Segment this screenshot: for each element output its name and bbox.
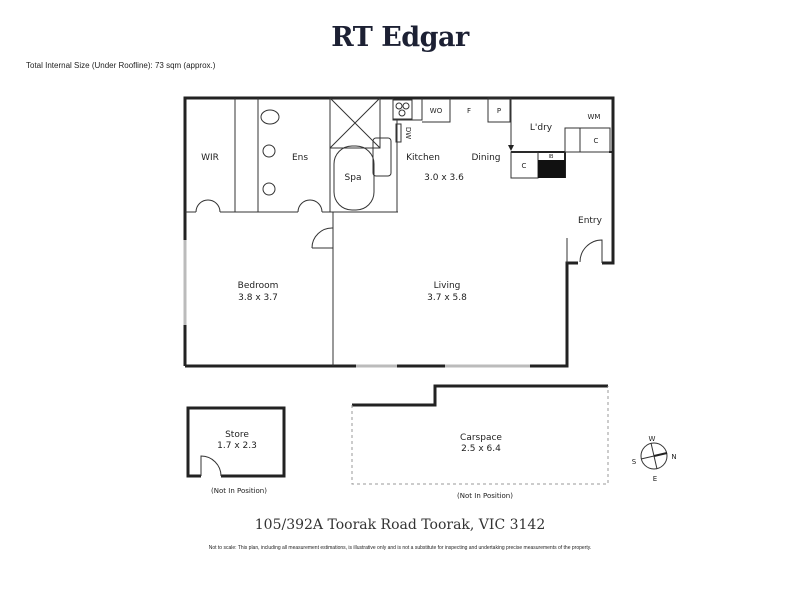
carspace-wall [352,384,608,407]
exterior-walls [183,96,615,368]
pantry [487,97,511,123]
carspace-note: (Not In Position) [457,492,513,500]
burner-icon [395,102,403,110]
room-label-wir: WIR [201,153,219,163]
toilet [260,109,280,125]
spa-bath [333,145,375,211]
room-label-ens: Ens [292,153,308,163]
total-size-label: Total Internal Size (Under Roofline): 73… [26,61,216,70]
label-wo: WO [430,107,443,115]
label-wm: WM [588,113,601,121]
room-label-kitchen: Kitchen [406,153,440,163]
store-door [200,455,222,477]
shower [329,97,381,149]
shower-diagonals [329,97,381,149]
disclaimer: Not to scale: This plan, including all m… [208,545,592,551]
room-label-dining: Dining [471,153,500,163]
entry-door [579,239,603,263]
room-label-store: Store [225,430,249,440]
label-dw: DW [404,127,412,139]
compass-e: E [653,475,657,483]
brand-logo: RT Edgar [331,22,469,53]
room-label-entry: Entry [578,216,603,226]
store-dims: 1.7 x 2.3 [217,441,257,451]
ens-door [297,199,323,213]
burner-icon [402,102,410,110]
room-label-living: Living [434,281,461,291]
burner-icon [398,109,406,117]
bedroom-dims: 3.8 x 3.7 [238,293,278,303]
label-cupboard: C [522,162,527,170]
kitchen-dims: 3.0 x 3.6 [424,173,464,183]
basin [262,144,276,158]
dishwasher [395,123,402,143]
store-walls [186,406,286,478]
interior-walls [185,98,398,366]
compass-icon: W N S E [632,435,677,483]
carspace-dims: 2.5 x 6.4 [461,444,501,454]
room-label-bedroom: Bedroom [238,281,279,291]
label-cupboard: C [594,137,599,145]
compass-n: N [671,453,676,461]
compass-w: W [649,435,656,443]
arrow-down-icon [508,145,514,151]
laundry-trough [564,127,581,153]
wir-door [195,199,221,213]
room-label-carspace: Carspace [460,433,502,443]
kitchen-bench [392,98,451,212]
bedroom-door [311,227,334,249]
kitchen-sink [372,137,392,177]
store-note: (Not In Position) [211,487,267,495]
room-label-laundry: L'dry [530,123,553,133]
ib-box [538,160,565,178]
room-label-spa: Spa [345,173,362,183]
basin [262,182,276,196]
property-address: 105/392A Toorak Road Toorak, VIC 3142 [254,517,546,533]
label-f: F [467,107,471,115]
carspace-boundary [351,386,609,485]
living-dims: 3.7 x 5.8 [427,293,467,303]
compass-s: S [632,458,637,466]
label-ib: IB [549,154,554,160]
label-p: P [497,107,501,115]
cupboard [579,127,611,153]
